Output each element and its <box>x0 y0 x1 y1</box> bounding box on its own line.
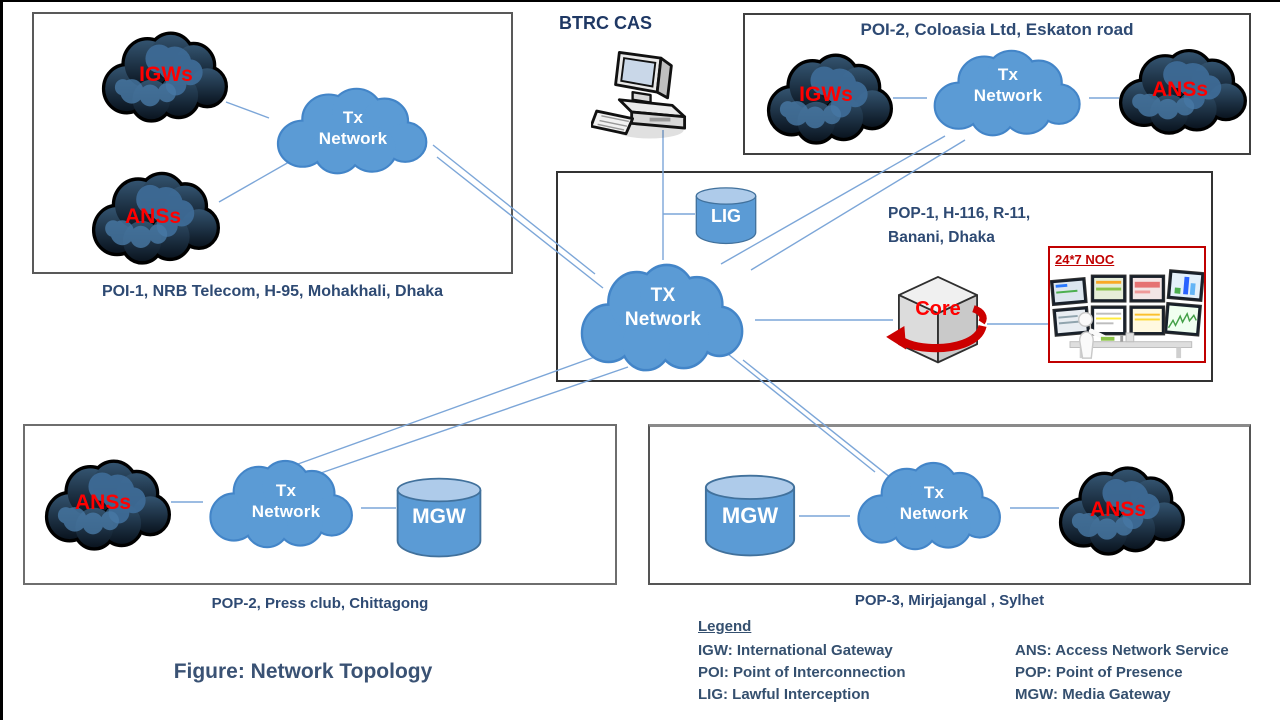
poi1-anss-label: ANSs <box>124 205 182 228</box>
pop1-address: POP-1, H-116, R-11, Banani, Dhaka <box>888 202 1108 250</box>
btrc-cas-label: BTRC CAS <box>559 13 652 33</box>
core-cube-icon <box>886 276 987 364</box>
legend-item-igw: IGW: International Gateway <box>698 642 893 659</box>
poi1-igws-label: IGWs <box>139 63 193 86</box>
pop1-address-line1: POP-1, H-116, R-11, <box>888 205 1031 222</box>
poi2-anss-label: ANSs <box>1151 78 1209 101</box>
poi1-box <box>32 12 513 274</box>
pop3-anss-label: ANSs <box>1089 498 1147 521</box>
legend-item-ans: ANS: Access Network Service <box>1015 642 1229 659</box>
poi1-caption: POI-1, NRB Telecom, H-95, Mohakhali, Dha… <box>101 283 444 300</box>
pop3-mgw-label: MGW <box>721 503 779 528</box>
pop2-anss-label: ANSs <box>74 491 132 514</box>
figure-caption: Figure: Network Topology <box>173 660 433 683</box>
pop2-mgw-label: MGW <box>412 505 466 528</box>
noc-monitor-wall-icon <box>1050 269 1204 359</box>
noc-label: 24*7 NOC <box>1055 252 1115 267</box>
pop2-tx-network-label: Tx Network <box>251 481 321 522</box>
poi2-tx-network-label: Tx Network <box>973 65 1043 106</box>
lig-label: LIG <box>711 206 741 226</box>
pop3-box <box>648 424 1251 585</box>
legend-item-mgw: MGW: Media Gateway <box>1015 686 1171 703</box>
poi2-igws-label: IGWs <box>799 83 853 106</box>
core-tx-network-label: TX Network <box>624 285 702 330</box>
legend-item-lig: LIG: Lawful Interception <box>698 686 870 703</box>
pop3-tx-network-label: Tx Network <box>899 483 969 524</box>
btrc-cas-computer-icon <box>591 51 687 139</box>
poi1-tx-network-label: Tx Network <box>318 108 388 149</box>
legend-item-poi: POI: Point of Interconnection <box>698 664 906 681</box>
poi2-title: POI-2, Coloasia Ltd, Eskaton road <box>860 20 1134 39</box>
legend-item-pop: POP: Point of Presence <box>1015 664 1183 681</box>
poi2-box <box>743 13 1251 155</box>
noc-image <box>1048 246 1206 363</box>
pop3-caption: POP-3, Mirjajangal , Sylhet <box>854 592 1045 609</box>
pop1-address-line2: Banani, Dhaka <box>888 229 995 246</box>
pop2-caption: POP-2, Press club, Chittagong <box>211 595 429 612</box>
legend-title: Legend <box>698 618 752 635</box>
core-label: Core <box>915 298 961 320</box>
